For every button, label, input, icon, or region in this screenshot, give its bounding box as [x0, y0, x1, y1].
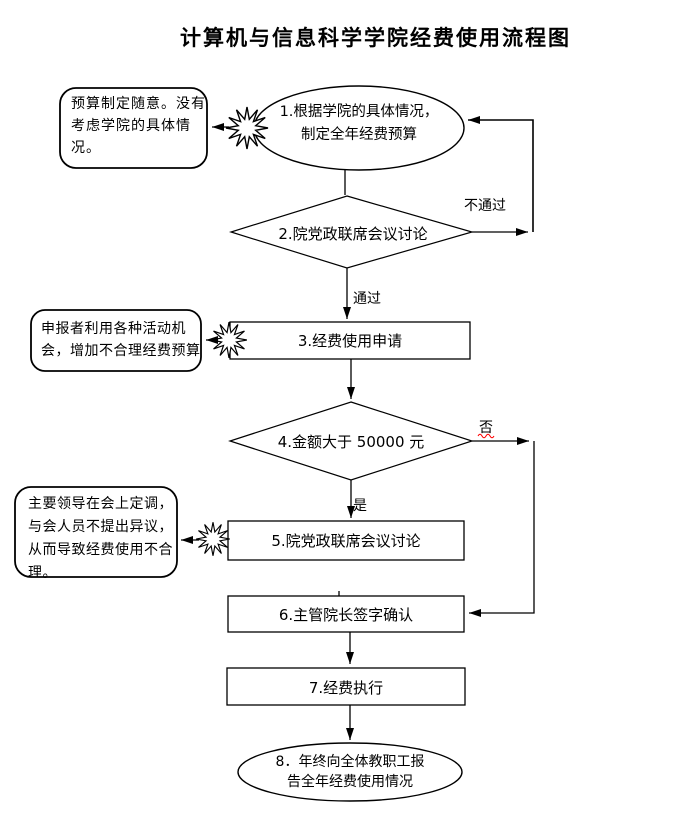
node-label-step7: 7.经费执行 [308, 679, 384, 697]
edge-label-yes: 是 [353, 498, 367, 514]
node-end-ellipse [237, 742, 463, 802]
callout-text-budget: 预算制定随意。没有 考虑学院的具体情 况。 [71, 96, 206, 156]
node-label-step8: 8．年终向全体教职工报 告全年经费使用情况 [275, 754, 425, 790]
callout-text-applicant: 申报者利用各种活动机 会，增加不合理经费预算 [41, 321, 201, 359]
edge-label-no: 否 [479, 420, 493, 436]
node-label-step6: 6.主管院长签字确认 [278, 606, 414, 624]
node-label-step1: 1.根据学院的具体情况， 制定全年经费预算 [279, 104, 439, 143]
edge-no-to-signature [469, 441, 535, 617]
callout-text-leader: 主要领导在会上定调， 与会人员不提出异议， 从而导致经费使用不合 理。 [28, 496, 173, 581]
explosion-icon [195, 521, 231, 557]
node-label-step3: 3.经费使用申请 [297, 332, 403, 350]
node-dean-signature [227, 595, 465, 633]
page-title: 计算机与信息科学学院经费使用流程图 [180, 26, 571, 50]
callout-applicant-abuse [30, 309, 202, 372]
edge-label-pass: 通过 [353, 291, 381, 307]
callout-budget-random [59, 87, 208, 169]
edge-label-notpass: 不通过 [464, 198, 506, 214]
node-label-step4: 4.金额大于 50000 元 [277, 433, 425, 451]
edge-notpass-feedback [468, 116, 534, 232]
node-label-step5: 5.院党政联席会议讨论 [271, 532, 421, 550]
node-funding-execution [226, 667, 466, 706]
node-joint-discussion [227, 520, 465, 561]
callout-leader-tone [14, 486, 178, 578]
node-label-step2: 2.院党政联席会议讨论 [278, 225, 428, 243]
spellcheck-squiggle [477, 433, 495, 439]
